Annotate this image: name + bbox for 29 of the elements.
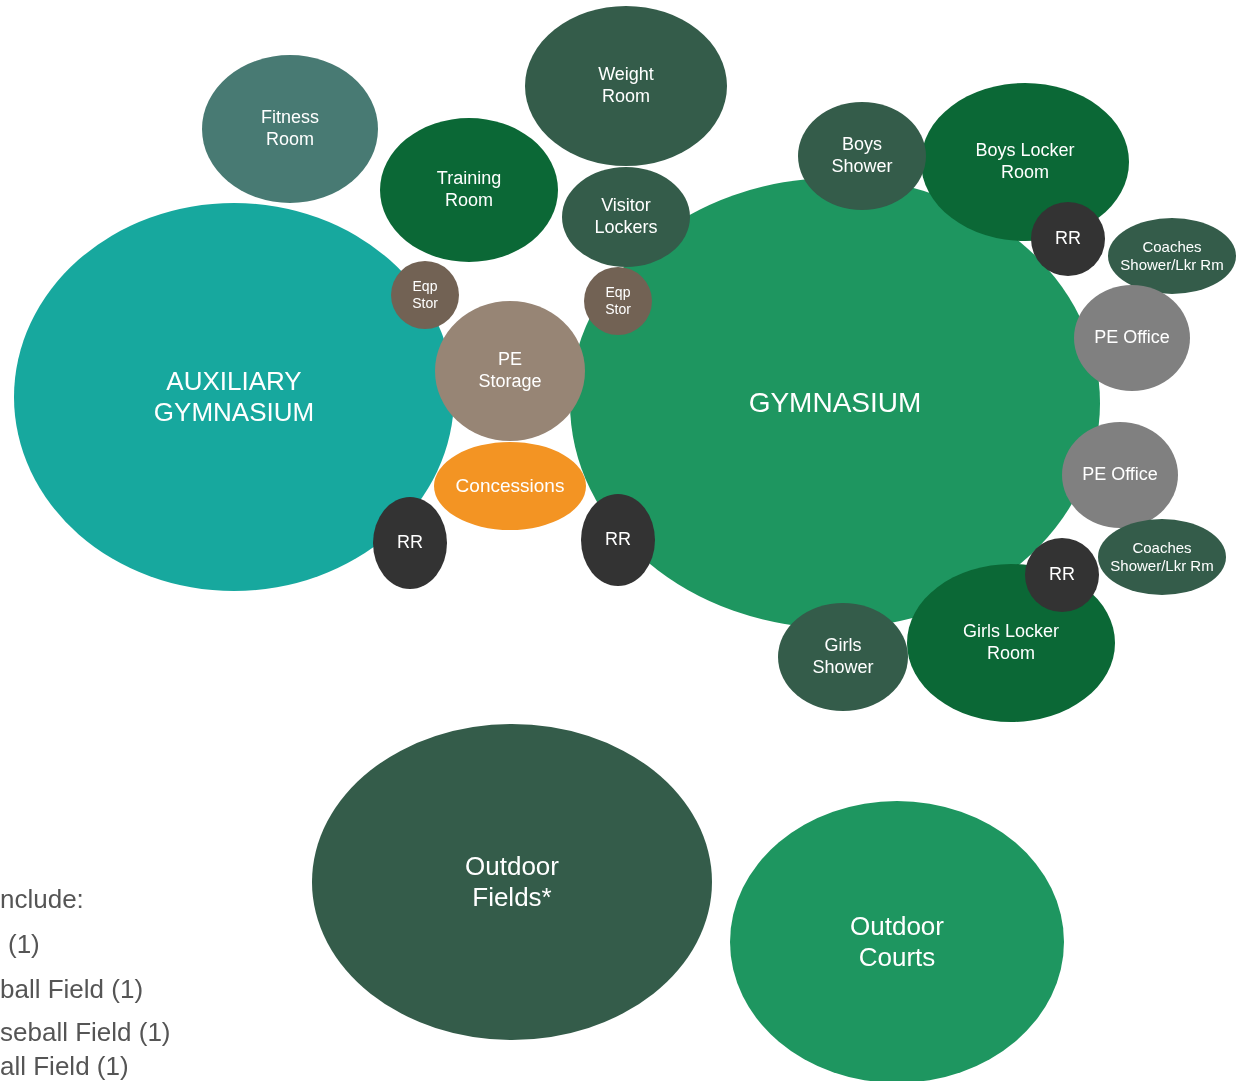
note-text: (1) bbox=[8, 930, 40, 959]
note-text: nclude: bbox=[0, 885, 84, 914]
room-label: GYMNASIUM bbox=[748, 386, 922, 420]
note-text: ball Field (1) bbox=[0, 975, 144, 1004]
room-label: Coaches Shower/Lkr Rm bbox=[1109, 539, 1215, 575]
room-label: Weight Room bbox=[597, 64, 655, 108]
room-label: RR bbox=[1055, 228, 1081, 250]
room-label: PE Office bbox=[1082, 464, 1158, 486]
note-text: all Field (1) bbox=[0, 1052, 129, 1081]
room-label: AUXILIARY GYMNASIUM bbox=[152, 365, 316, 429]
room-label: Outdoor Courts bbox=[849, 910, 945, 974]
room-label: Eqp Stor bbox=[411, 278, 439, 312]
room-label: RR bbox=[1049, 564, 1075, 586]
note-text: seball Field (1) bbox=[0, 1018, 171, 1047]
room-label: PE Office bbox=[1094, 327, 1170, 349]
room-label: Boys Locker Room bbox=[974, 140, 1076, 184]
room-label: Coaches Shower/Lkr Rm bbox=[1119, 238, 1225, 274]
room-label: Eqp Stor bbox=[604, 284, 632, 318]
room-label: Girls Shower bbox=[811, 635, 875, 679]
room-label: Outdoor Fields* bbox=[464, 850, 560, 914]
room-label: RR bbox=[397, 532, 423, 554]
room-label: PE Storage bbox=[477, 349, 543, 393]
room-label: Girls Locker Room bbox=[962, 621, 1060, 665]
room-label: Concessions bbox=[455, 474, 565, 498]
room-label: Training Room bbox=[435, 168, 503, 212]
room-label: Visitor Lockers bbox=[593, 195, 659, 239]
room-label: RR bbox=[605, 529, 631, 551]
room-label: Boys Shower bbox=[830, 134, 894, 178]
room-label: Fitness Room bbox=[260, 107, 320, 151]
